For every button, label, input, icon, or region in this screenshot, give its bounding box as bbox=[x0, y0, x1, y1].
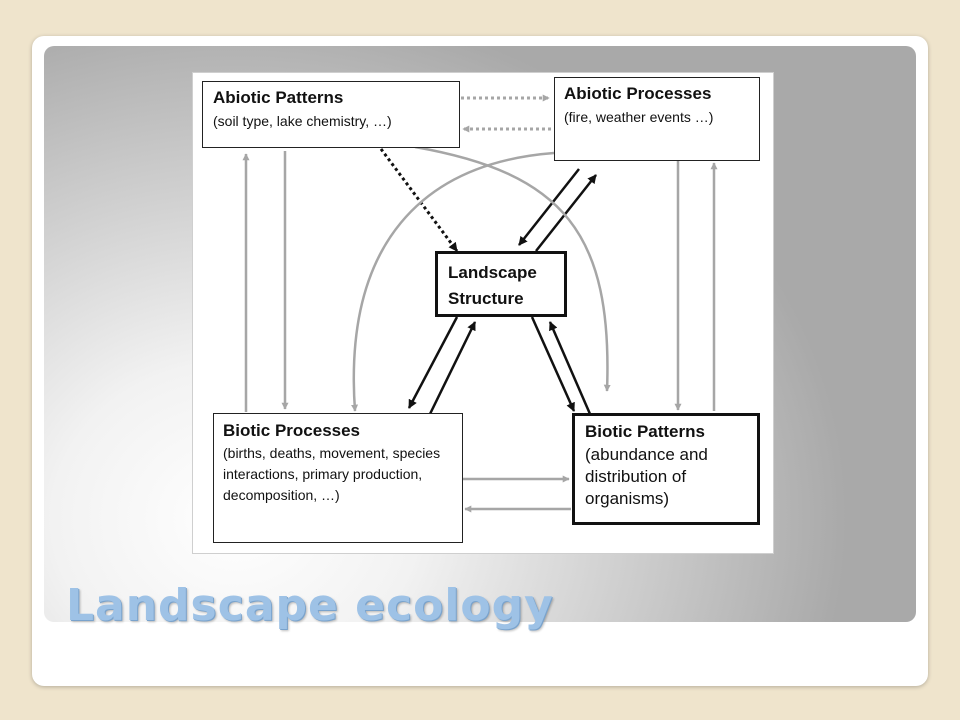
node-biotic-processes: Biotic Processes (births, deaths, moveme… bbox=[213, 413, 463, 543]
node-abiotic-patterns-title: Abiotic Patterns bbox=[213, 88, 344, 107]
edge-biotic-processes-to-landscape bbox=[428, 321, 477, 415]
node-landscape-structure-title: Landscape Structure bbox=[448, 263, 537, 308]
node-biotic-processes-desc: (births, deaths, movement, species inter… bbox=[223, 445, 441, 503]
node-biotic-patterns-desc: (abundance and distribution of organisms… bbox=[585, 445, 708, 508]
ecology-diagram: Abiotic Patterns (soil type, lake chemis… bbox=[192, 72, 774, 554]
edge-abiotic-processes-to-landscape bbox=[518, 168, 580, 246]
edge-abiotic-processes-to-biotic-processes bbox=[351, 151, 555, 412]
edge-landscape-to-biotic-patterns bbox=[530, 316, 576, 412]
node-abiotic-processes-desc: (fire, weather events …) bbox=[564, 109, 714, 125]
node-abiotic-patterns: Abiotic Patterns (soil type, lake chemis… bbox=[202, 81, 460, 148]
diagram-arrows bbox=[242, 94, 718, 513]
edge-landscape-to-abiotic-processes bbox=[535, 174, 597, 252]
slide-title: Landscape ecology bbox=[66, 580, 554, 631]
node-abiotic-patterns-desc: (soil type, lake chemistry, …) bbox=[213, 113, 392, 129]
node-biotic-patterns-title: Biotic Patterns bbox=[585, 422, 705, 441]
node-abiotic-processes: Abiotic Processes (fire, weather events … bbox=[554, 77, 760, 161]
edge-abiotic-patterns-to-biotic-patterns bbox=[414, 145, 611, 392]
edge-landscape-to-biotic-processes bbox=[407, 316, 459, 409]
node-biotic-processes-title: Biotic Processes bbox=[223, 421, 361, 440]
node-biotic-patterns: Biotic Patterns (abundance and distribut… bbox=[572, 413, 760, 525]
node-abiotic-processes-title: Abiotic Processes bbox=[564, 84, 712, 103]
node-landscape-structure: Landscape Structure bbox=[435, 251, 567, 317]
edge-biotic-patterns-to-landscape bbox=[548, 321, 592, 415]
